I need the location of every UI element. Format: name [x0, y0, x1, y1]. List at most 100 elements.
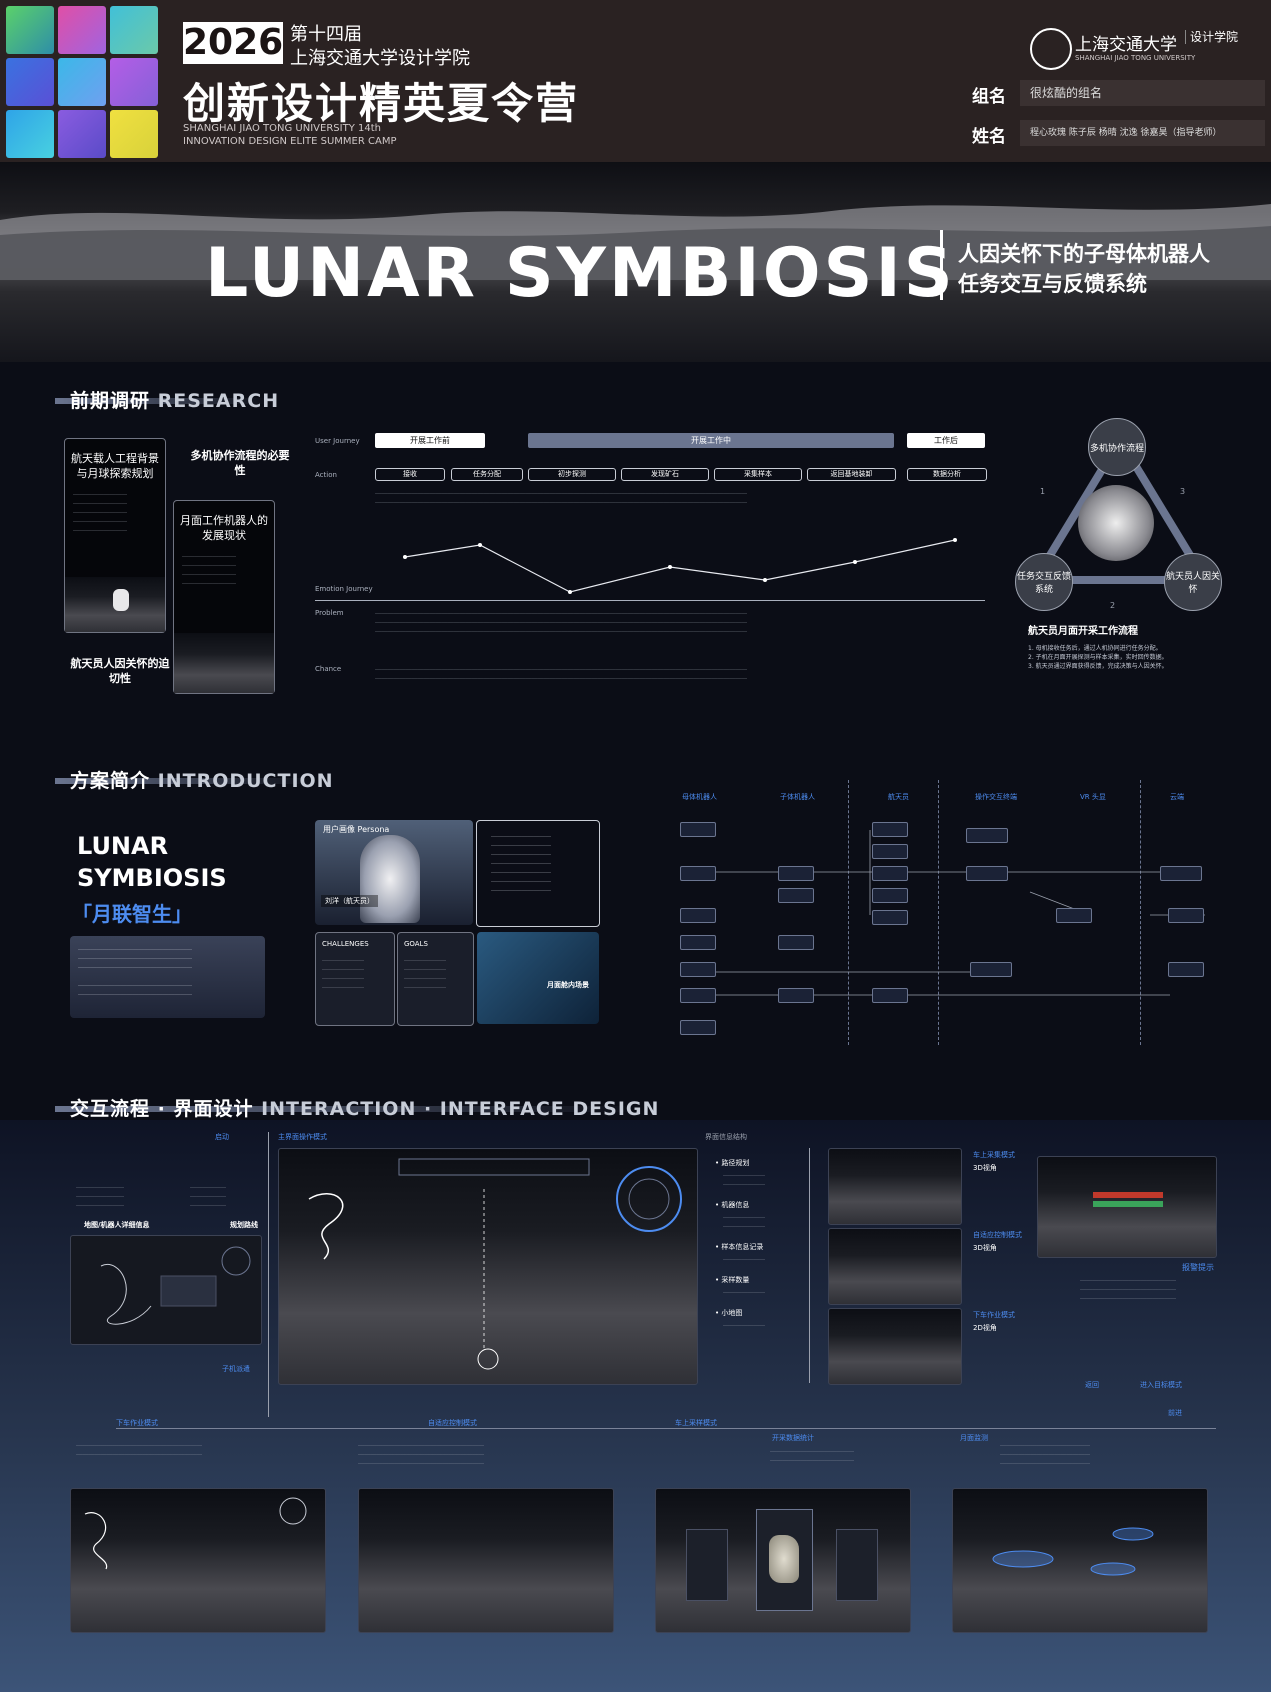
mode-tag: 2D视角: [973, 1324, 997, 1332]
info-item: • 小地图: [715, 1309, 743, 1317]
actions-detail-text: ……………………………………………………………………………………………………………: [375, 489, 747, 505]
research-title-underline: [55, 398, 270, 404]
journey-divider: [315, 600, 985, 601]
flow-label-return: 返回: [1085, 1381, 1099, 1389]
mode-tag: 3D视角: [973, 1164, 997, 1172]
astronaut-icon: [113, 589, 129, 611]
map-detail-screenshot: [70, 1235, 262, 1345]
flow-node: [1168, 962, 1204, 977]
university-seal-icon: [1030, 28, 1072, 70]
intro-description-text: ……………………………………………………………………………………………………………: [78, 945, 192, 997]
flow-node: [778, 988, 814, 1003]
flow-node: [680, 822, 716, 837]
university-name: 上海交通大学: [1075, 35, 1177, 55]
card-body-text: ……………………………………………………………………………………………………………: [73, 490, 127, 533]
intro-description-box: ……………………………………………………………………………………………………………: [70, 936, 265, 1018]
monitor-text: ……………………………………………………………………………………………………………: [1000, 1441, 1090, 1466]
offcar-mode-screenshot: [70, 1488, 326, 1633]
university-name-en: SHANGHAI JIAO TONG UNIVERSITY: [1075, 54, 1196, 62]
persona-image: 用户画像 Persona 刘洋（航天员）: [315, 820, 473, 925]
monitor-overlay: [992, 1527, 1154, 1576]
flow-node: [1056, 908, 1092, 923]
flow-label-auto-mode: 自适应控制模式: [428, 1419, 477, 1427]
cycle-step-number: 1: [1040, 487, 1046, 496]
cycle-step-number: 2: [1110, 601, 1116, 610]
challenges-text: …………………………………………………………………………: [322, 956, 364, 990]
year-badge: 2026: [183, 22, 284, 64]
flow-label-enter-mode: 进入目标模式: [1140, 1381, 1182, 1389]
goals-text: …………………………………………………………………………: [404, 956, 446, 990]
research-card-background: 航天载人工程背景与月球探索规划 …………………………………………………………………: [64, 438, 166, 633]
workflow-cycle-diagram: [1031, 436, 1209, 584]
flow-node: [872, 988, 908, 1003]
mining-text: …………………………………………………………………………: [770, 1447, 854, 1463]
actions-label: Action: [315, 471, 337, 479]
camp-subtitle-en: SHANGHAI JIAO TONG UNIVERSITY 14th INNOV…: [183, 122, 396, 148]
flow-header: 子体机器人: [780, 793, 815, 801]
flow-label-child-dispatch: 子机派遣: [222, 1365, 250, 1373]
cycle-node-feedback: 任务交互反馈系统: [1015, 553, 1073, 611]
mode-label: 下车作业模式: [973, 1311, 1015, 1319]
moon-horizon-image: [0, 204, 1271, 280]
flow-node: [872, 866, 908, 881]
flow-header: VR 头显: [1080, 793, 1106, 801]
info-item-label: 小地图: [721, 1309, 743, 1317]
cycle-title: 航天员月面开采工作流程: [1028, 626, 1138, 637]
flow-node: [872, 888, 908, 903]
research-title-en: RESEARCH: [157, 390, 280, 412]
auto-mode-text: ……………………………………………………………………………………………………………: [358, 1441, 484, 1466]
flow-header: 航天员: [888, 793, 909, 801]
info-item: • 路径规划: [715, 1159, 750, 1167]
start-description: ………………………………………………………………: [76, 1183, 124, 1208]
phase-during: 开展工作中: [528, 433, 894, 448]
cycle-node-human-care: 航天员人因关怀: [1164, 553, 1222, 611]
challenges-card: CHALLENGES …………………………………………………………………………: [315, 932, 395, 1026]
project-subtitle-line-1: 人因关怀下的子母体机器人: [958, 242, 1210, 266]
card-body-text: ………………………………………………………………………………………………: [182, 552, 236, 586]
intro-name-line-1: LUNAR: [77, 832, 169, 860]
goals-label: GOALS: [404, 940, 428, 948]
info-item-label: 路径规划: [721, 1159, 750, 1167]
flow-label-plan: 规划路线: [230, 1221, 258, 1229]
info-item-label: 采样数量: [721, 1276, 750, 1284]
card-title-collaboration: 多机协作流程的必要性: [190, 449, 290, 477]
card-title: 月面工作机器人的发展现状: [180, 514, 268, 542]
info-item-text: …………………: [723, 1255, 765, 1262]
flow-node: [872, 822, 908, 837]
action-pill: 接收: [375, 468, 445, 481]
interaction-title-en: INTERACTION · INTERFACE DESIGN: [261, 1098, 660, 1120]
start-description: ………………………………………………: [190, 1183, 226, 1208]
monitor-screenshot: [952, 1488, 1208, 1633]
cycle-step-text: 3. 航天员通过界面获得反馈，完成决策与人因关怀。: [1028, 663, 1168, 670]
intro-title-cn: 方案简介: [70, 770, 151, 792]
mode-label: 车上采集模式: [973, 1151, 1015, 1159]
mineral-sample-icon: [769, 1535, 799, 1583]
card-title: 航天载人工程背景与月球探索规划: [71, 452, 159, 480]
flow-node: [680, 935, 716, 950]
flow-label-page-info: 界面信息结构: [705, 1133, 747, 1141]
intro-project-name-cn: 「月联智生」: [72, 902, 192, 926]
flow-vertical-line: [268, 1132, 269, 1417]
info-item-text: ……………………………………: [723, 1171, 765, 1187]
mineral-side-card: [836, 1529, 878, 1601]
offcar-overlay: [84, 1497, 307, 1570]
intro-project-name: LUNAR SYMBIOSIS: [77, 830, 227, 894]
cycle-step-text: 2. 子机在月面开展探测与样本采集，实时回传数据。: [1028, 654, 1168, 661]
action-pill: 数据分析: [907, 468, 987, 481]
poster-header: 2026 第十四届 上海交通大学设计学院 创新设计精英夏令营 SHANGHAI …: [0, 0, 1271, 162]
flow-node: [872, 910, 908, 925]
info-item-text: …………………: [723, 1321, 765, 1328]
flow-node: [1168, 908, 1204, 923]
flow-node: [1160, 866, 1202, 881]
main-interface-overlay: [308, 1158, 682, 1370]
phase-after: 工作后: [907, 433, 985, 448]
info-item: • 采样数量: [715, 1276, 750, 1284]
action-pill: 发现矿石: [621, 468, 709, 481]
action-pill: 初步探测: [528, 468, 616, 481]
persona-name: 刘洋（航天员）: [321, 895, 378, 907]
research-title-cn: 前期调研: [70, 390, 151, 412]
lane-divider: [848, 780, 849, 1045]
flow-node: [680, 866, 716, 881]
interaction-title-underline: [55, 1106, 645, 1112]
cycle-steps: 1. 母机接收任务后，通过人机协同进行任务分配。 2. 子机在月面开展探测与样本…: [1028, 644, 1228, 671]
